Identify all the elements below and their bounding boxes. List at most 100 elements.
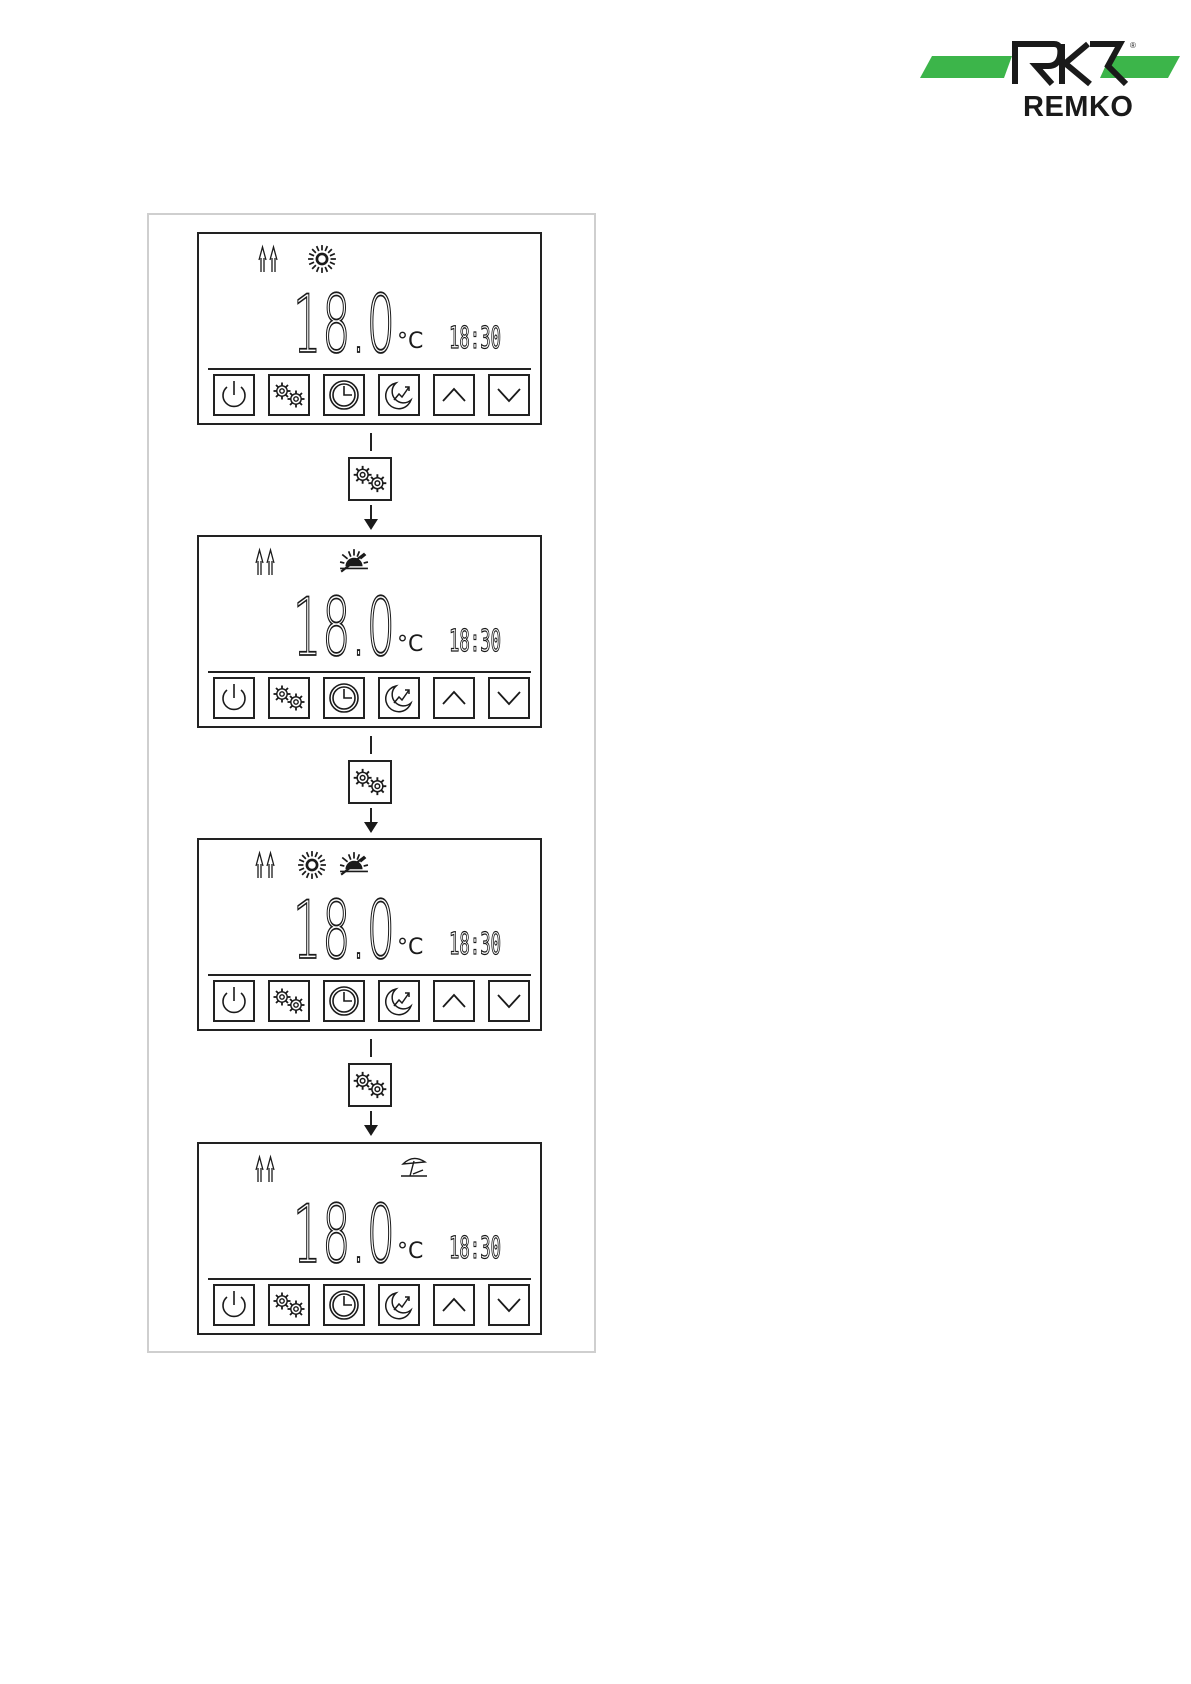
power-icon	[215, 1286, 253, 1324]
beach-umbrella-holiday-icon	[401, 1158, 427, 1176]
half-sun-reduced-icon	[340, 852, 368, 875]
power-button[interactable]	[213, 677, 255, 719]
sun-comfort-icon	[298, 851, 326, 879]
chevron-up-icon	[435, 982, 473, 1020]
chevron-down-icon	[490, 679, 528, 717]
gears-icon	[270, 679, 308, 717]
remko-logo: REMKO ®	[912, 36, 1182, 120]
thermostat-display-1: 18.0°C 18:30	[197, 232, 542, 425]
display-divider	[208, 671, 531, 673]
temperature-unit: °C	[397, 1239, 423, 1264]
program-button[interactable]	[268, 980, 310, 1022]
display-divider	[208, 368, 531, 370]
gears-icon	[270, 1286, 308, 1324]
up-button[interactable]	[433, 980, 475, 1022]
moon-trend-icon	[380, 1286, 418, 1324]
gears-icon	[350, 1065, 390, 1105]
clock-icon	[325, 1286, 363, 1324]
power-icon	[215, 982, 253, 1020]
lcd-screen: 18.0°C 18:30	[199, 537, 540, 673]
display-divider	[208, 1278, 531, 1280]
temperature-readout: 18.0	[293, 1188, 396, 1280]
power-icon	[215, 376, 253, 414]
control-buttons	[213, 677, 533, 723]
power-button[interactable]	[213, 980, 255, 1022]
down-button[interactable]	[488, 1284, 530, 1326]
thermostat-display-4: 18.0°C 18:30	[197, 1142, 542, 1335]
program-button[interactable]	[268, 677, 310, 719]
down-button[interactable]	[488, 677, 530, 719]
arrow-down-icon	[362, 517, 380, 531]
thermostat-display-2: 18.0°C 18:30	[197, 535, 542, 728]
fan-mode-icon	[256, 550, 274, 575]
registered-mark: ®	[1130, 41, 1136, 50]
chevron-down-icon	[490, 1286, 528, 1324]
thermostat-display-3: 18.0°C 18:30	[197, 838, 542, 1031]
setback-button[interactable]	[378, 374, 420, 416]
gears-icon	[350, 762, 390, 802]
time-readout: 18:30	[449, 321, 501, 356]
up-button[interactable]	[433, 374, 475, 416]
moon-trend-icon	[380, 679, 418, 717]
clock-icon	[325, 376, 363, 414]
flow-connector	[370, 433, 372, 451]
control-buttons	[213, 1284, 533, 1330]
gears-icon	[270, 982, 308, 1020]
gears-icon	[350, 459, 390, 499]
program-button[interactable]	[268, 1284, 310, 1326]
lcd-screen: 18.0°C 18:30	[199, 840, 540, 976]
flow-connector	[370, 1039, 372, 1057]
down-button[interactable]	[488, 980, 530, 1022]
temperature-readout: 18.0	[293, 581, 396, 673]
moon-trend-icon	[380, 982, 418, 1020]
setback-button[interactable]	[378, 677, 420, 719]
press-program-button-step[interactable]	[348, 760, 392, 804]
up-button[interactable]	[433, 1284, 475, 1326]
control-buttons	[213, 980, 533, 1026]
brand-wordmark: REMKO	[1023, 91, 1133, 120]
flow-connector	[370, 736, 372, 754]
setback-button[interactable]	[378, 1284, 420, 1326]
moon-trend-icon	[380, 376, 418, 414]
clock-button[interactable]	[323, 677, 365, 719]
arrow-down-icon	[362, 1123, 380, 1137]
clock-icon	[325, 679, 363, 717]
fan-mode-icon	[256, 1157, 274, 1182]
temperature-unit: °C	[397, 632, 423, 657]
down-button[interactable]	[488, 374, 530, 416]
display-divider	[208, 974, 531, 976]
lcd-screen: 18.0°C 18:30	[199, 1144, 540, 1280]
power-button[interactable]	[213, 1284, 255, 1326]
press-program-button-step[interactable]	[348, 457, 392, 501]
chevron-up-icon	[435, 679, 473, 717]
power-icon	[215, 679, 253, 717]
sun-comfort-icon	[308, 245, 336, 273]
temperature-readout: 18.0	[293, 278, 396, 370]
half-sun-reduced-icon	[340, 549, 368, 572]
lcd-screen: 18.0°C 18:30	[199, 234, 540, 370]
gears-icon	[270, 376, 308, 414]
temperature-unit: °C	[397, 329, 423, 354]
clock-icon	[325, 982, 363, 1020]
clock-button[interactable]	[323, 374, 365, 416]
temperature-readout: 18.0	[293, 884, 396, 976]
time-readout: 18:30	[449, 624, 501, 659]
temperature-unit: °C	[397, 935, 423, 960]
time-readout: 18:30	[449, 1231, 501, 1266]
chevron-down-icon	[490, 982, 528, 1020]
press-program-button-step[interactable]	[348, 1063, 392, 1107]
power-button[interactable]	[213, 374, 255, 416]
control-buttons	[213, 374, 533, 420]
clock-button[interactable]	[323, 1284, 365, 1326]
up-button[interactable]	[433, 677, 475, 719]
arrow-down-icon	[362, 820, 380, 834]
setback-button[interactable]	[378, 980, 420, 1022]
chevron-down-icon	[490, 376, 528, 414]
chevron-up-icon	[435, 376, 473, 414]
clock-button[interactable]	[323, 980, 365, 1022]
program-button[interactable]	[268, 374, 310, 416]
time-readout: 18:30	[449, 927, 501, 962]
chevron-up-icon	[435, 1286, 473, 1324]
fan-mode-icon	[259, 247, 277, 272]
fan-mode-icon	[256, 853, 274, 878]
